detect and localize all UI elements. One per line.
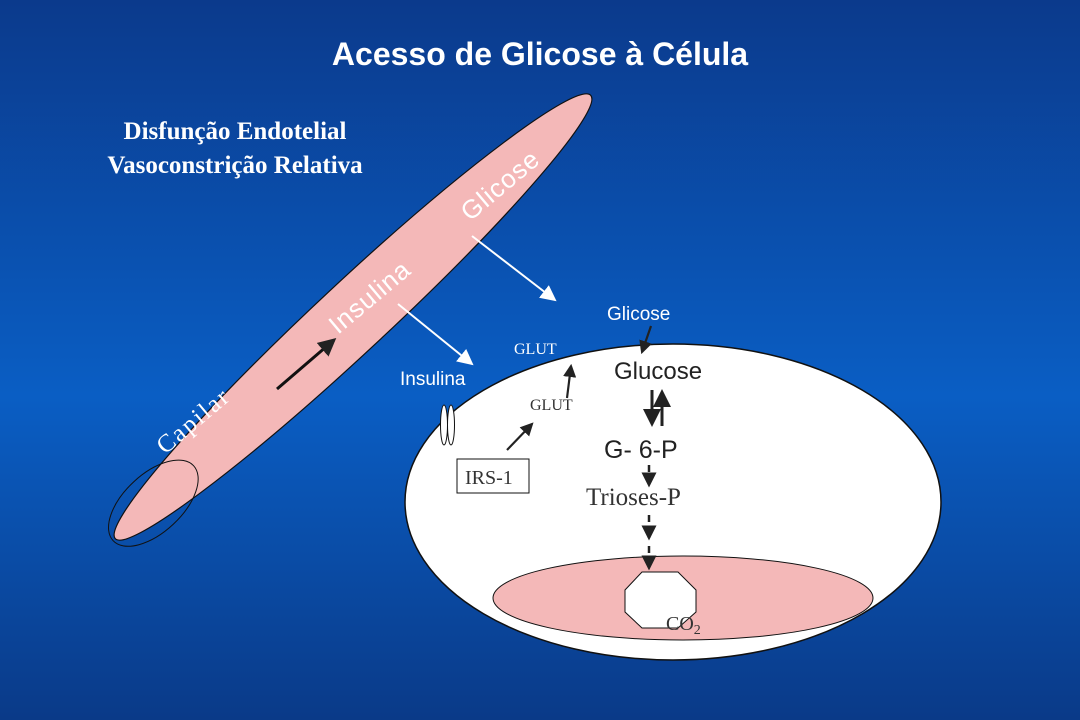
irs1-label: IRS-1 xyxy=(465,467,513,489)
capillary-vessel xyxy=(108,93,593,547)
subtitle-line-1: Disfunção Endotelial xyxy=(123,118,347,145)
irs1-box xyxy=(456,458,530,494)
flow-arrow xyxy=(276,338,337,391)
co2-subscript: 2 xyxy=(694,623,701,638)
insulina-exit-arrow xyxy=(397,303,474,366)
insulin-receptor xyxy=(440,404,455,446)
insulina-outside-label: Insulina xyxy=(400,369,466,390)
glut-translocation-arrow xyxy=(563,363,577,399)
g6p-label: G- 6-P xyxy=(604,436,678,464)
krebs-cycle-octagon xyxy=(624,571,697,629)
page-title: Acesso de Glicose à Célula xyxy=(331,36,749,72)
irs1-glut-arrow xyxy=(506,422,534,451)
subtitle: Disfunção Endotelial Vasoconstrição Rela… xyxy=(60,115,410,183)
co2-label: CO2 xyxy=(666,613,701,638)
subtitle-line-2: Vasoconstrição Relativa xyxy=(107,152,363,179)
trioses-label: Trioses-P xyxy=(586,484,681,511)
glucose-label: Glucose xyxy=(614,358,702,385)
glicose-exit-arrow xyxy=(471,235,557,302)
glut-outside-label: GLUT xyxy=(514,341,557,358)
glut-inside-label: GLUT xyxy=(530,397,573,414)
glicose-entry-arrow xyxy=(639,325,653,355)
co2-main: CO xyxy=(666,613,694,635)
glicose-outside-label: Glicose xyxy=(607,304,670,325)
